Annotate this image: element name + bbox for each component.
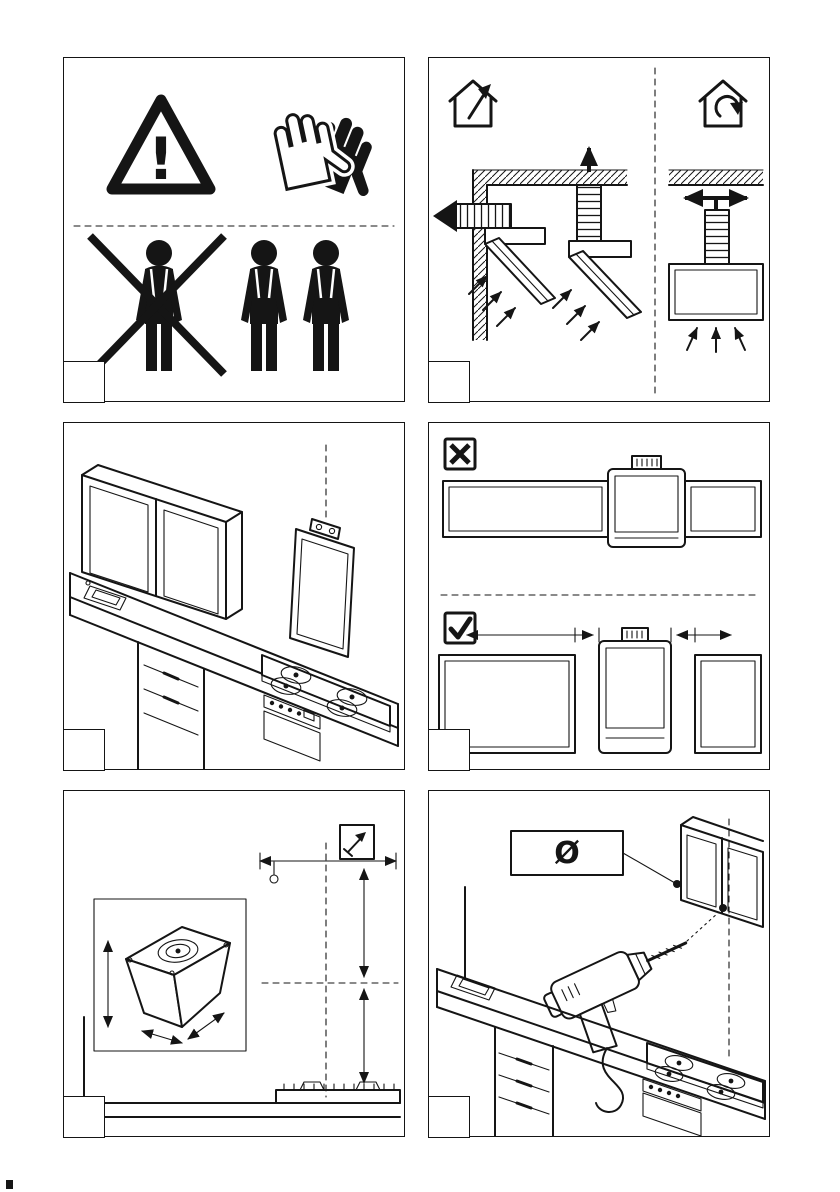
base-cabinets — [494, 1026, 554, 1136]
step-number-box — [427, 728, 470, 771]
drill-hole-markers — [673, 880, 727, 942]
check-box-icon — [443, 611, 477, 645]
step-number-box — [62, 1095, 105, 1138]
power-connection-icon — [339, 824, 375, 860]
house-recirculation-icon — [698, 79, 748, 128]
step-number-box — [62, 360, 105, 403]
oven-front — [642, 1078, 702, 1136]
power-cord — [595, 1047, 624, 1113]
panel-safety-precautions: ! — [62, 57, 405, 403]
crossed-box-icon — [443, 437, 477, 471]
flush-cabinets-figure — [442, 455, 762, 548]
panel-venting-modes — [427, 57, 770, 403]
oven-front — [263, 694, 321, 762]
drill-diameter-callout: Ø — [510, 830, 676, 884]
spaced-cabinets-figure — [438, 627, 762, 754]
gas-hob-profile — [83, 1016, 401, 1122]
warning-triangle-icon: ! — [106, 94, 216, 195]
power-drill-icon — [543, 941, 688, 1113]
sink — [83, 580, 127, 611]
dimension-arrows — [259, 842, 399, 1098]
step-number-box — [427, 360, 470, 403]
panel-mounting-dimensions — [62, 790, 405, 1138]
recirculation-hood-figure — [668, 169, 764, 353]
gas-hob — [261, 654, 391, 733]
wall-cabinets — [680, 816, 764, 928]
panel-cabinet-clearance — [427, 422, 770, 771]
diameter-symbol: Ø — [554, 836, 580, 871]
sink — [450, 974, 496, 1001]
house-extraction-icon — [448, 79, 498, 128]
panel-drilling: Ø — [427, 790, 770, 1138]
exclamation-mark: ! — [148, 125, 174, 193]
panel-mounting-location — [62, 422, 405, 771]
step-number-box — [427, 1095, 470, 1138]
single-installer-prohibited-icon — [87, 233, 227, 377]
hood-panel-on-wall — [289, 518, 355, 658]
gas-hob — [646, 1042, 764, 1109]
base-cabinets — [137, 641, 205, 769]
two-installers-required-icon — [239, 238, 351, 373]
hood-detail-inset — [93, 898, 247, 1052]
protective-gloves-icon — [270, 109, 372, 196]
wall-outlet-duct-figure — [433, 169, 628, 341]
wall-cabinets — [81, 464, 243, 620]
step-number-box — [62, 728, 105, 771]
ceiling-outlet-duct-figure — [552, 146, 642, 341]
page-edge-mark — [6, 1180, 13, 1189]
